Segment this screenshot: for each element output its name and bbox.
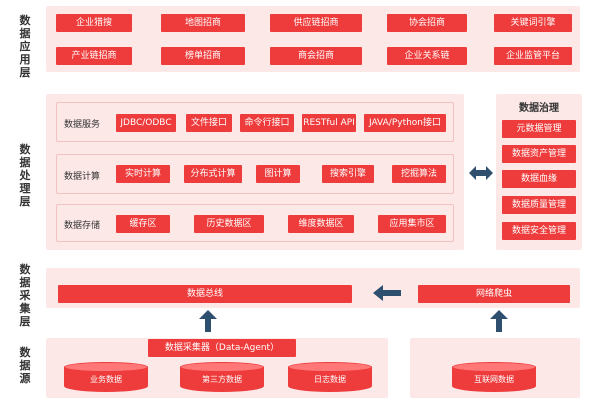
app-item-map-invest[interactable]: 地图招商 (161, 14, 245, 32)
compute-label: 数据计算 (64, 172, 101, 182)
layer-label-process: 数据处理层 (19, 143, 31, 208)
service-java-python[interactable]: JAVA/Python接口 (364, 114, 446, 132)
gov-quality[interactable]: 数据质量管理 (502, 196, 576, 214)
db-business-label: 业务数据 (90, 375, 122, 384)
up-arrow-icon (199, 310, 217, 332)
data-agent[interactable]: 数据采集器（Data-Agent） (148, 339, 296, 357)
storage-app-mart[interactable]: 应用集市区 (378, 215, 446, 233)
db-internet-label: 互联网数据 (474, 375, 514, 384)
app-item-association-invest[interactable]: 协会招商 (387, 14, 467, 32)
app-item-enterprise-relation[interactable]: 企业关系链 (387, 47, 467, 65)
gov-asset[interactable]: 数据资产管理 (502, 145, 576, 163)
db-log-label: 日志数据 (314, 375, 346, 384)
compute-mining-algorithm[interactable]: 挖掘算法 (392, 165, 446, 183)
app-item-chamber-invest[interactable]: 商会招商 (270, 47, 362, 65)
compute-distributed[interactable]: 分布式计算 (184, 165, 242, 183)
app-item-ranking-invest[interactable]: 榜单招商 (161, 47, 245, 65)
app-item-industry-chain-invest[interactable]: 产业链招商 (56, 47, 132, 65)
bidirectional-arrow-icon (469, 166, 493, 180)
app-item-supply-chain-invest[interactable]: 供应链招商 (270, 14, 362, 32)
up-arrow-icon (490, 310, 508, 332)
app-item-keyword-engine[interactable]: 关键词引擎 (494, 14, 572, 32)
storage-history[interactable]: 历史数据区 (194, 215, 264, 233)
compute-graph[interactable]: 图计算 (256, 165, 300, 183)
layer-label-source: 数据源 (19, 346, 31, 385)
service-file-interface[interactable]: 文件接口 (186, 114, 232, 132)
data-bus[interactable]: 数据总线 (58, 285, 352, 303)
gov-security[interactable]: 数据安全管理 (502, 222, 576, 240)
compute-realtime[interactable]: 实时计算 (116, 165, 170, 183)
service-restful-api[interactable]: RESTful API (302, 114, 356, 132)
storage-cache[interactable]: 缓存区 (116, 215, 170, 233)
db-third-party[interactable]: 第三方数据 (180, 362, 264, 392)
storage-dimension[interactable]: 维度数据区 (288, 215, 354, 233)
gov-lineage[interactable]: 数据血缘 (502, 170, 576, 188)
app-item-enterprise-supervision[interactable]: 企业监管平台 (494, 47, 572, 65)
web-crawler[interactable]: 网络爬虫 (418, 285, 570, 303)
app-item-enterprise-search[interactable]: 企业猎搜 (56, 14, 132, 32)
db-internet[interactable]: 互联网数据 (452, 362, 536, 392)
governance-title: 数据治理 (519, 103, 559, 114)
service-label: 数据服务 (64, 120, 101, 130)
left-arrow-icon (373, 285, 401, 301)
layer-label-app: 数据应用层 (19, 14, 31, 79)
service-cli-interface[interactable]: 命令行接口 (240, 114, 294, 132)
service-jdbc-odbc[interactable]: JDBC/ODBC (116, 114, 176, 132)
layer-label-collect: 数据采集层 (19, 263, 31, 328)
gov-metadata[interactable]: 元数据管理 (502, 120, 576, 138)
db-business[interactable]: 业务数据 (64, 362, 148, 392)
db-log[interactable]: 日志数据 (288, 362, 372, 392)
db-third-party-label: 第三方数据 (202, 375, 242, 384)
compute-search-engine[interactable]: 搜索引擎 (322, 165, 374, 183)
storage-label: 数据存储 (64, 221, 101, 231)
